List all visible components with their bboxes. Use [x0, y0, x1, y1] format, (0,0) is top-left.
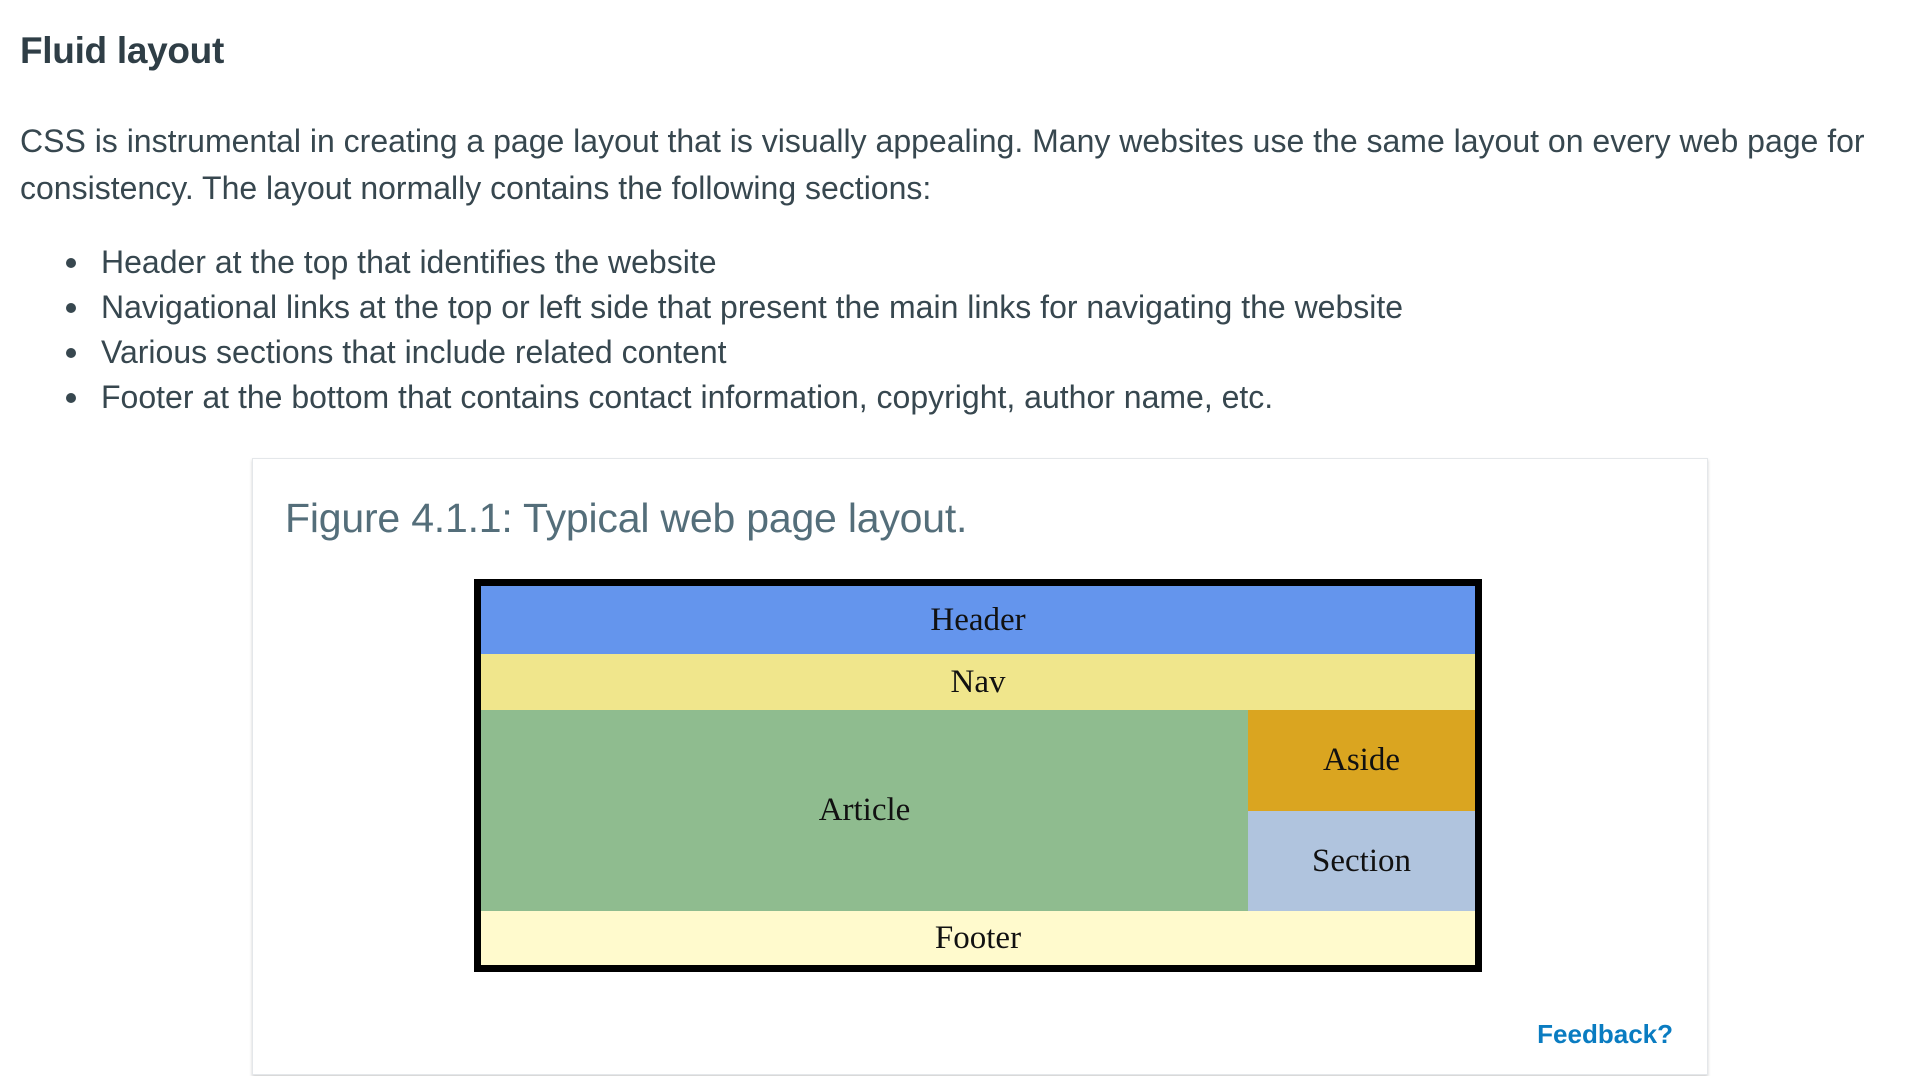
diagram-footer-block: Footer: [481, 911, 1475, 965]
figure-card: Figure 4.1.1: Typical web page layout. H…: [252, 458, 1708, 1075]
list-item-text: Various sections that include related co…: [101, 334, 727, 370]
intro-paragraph: CSS is instrumental in creating a page l…: [20, 123, 1865, 206]
bullet-icon: [66, 393, 76, 403]
list-item: Header at the top that identifies the we…: [20, 240, 1403, 285]
list-item-text: Header at the top that identifies the we…: [101, 244, 717, 280]
layout-diagram: Header Nav Article Aside Section Footer: [474, 579, 1482, 972]
diagram-nav-block: Nav: [481, 654, 1475, 710]
list-item: Various sections that include related co…: [20, 330, 1403, 375]
list-item: Navigational links at the top or left si…: [20, 285, 1403, 330]
list-item-text: Footer at the bottom that contains conta…: [101, 379, 1274, 415]
diagram-article-block: Article: [481, 710, 1248, 911]
bullet-icon: [66, 303, 76, 313]
section-title: Fluid layout: [20, 30, 225, 71]
diagram-header-block: Header: [481, 586, 1475, 654]
figure-caption: Figure 4.1.1: Typical web page layout.: [285, 495, 968, 541]
diagram-section-block: Section: [1248, 811, 1475, 911]
list-item-text: Navigational links at the top or left si…: [101, 289, 1404, 325]
bullet-icon: [66, 348, 76, 358]
feedback-link[interactable]: Feedback?: [1537, 1019, 1673, 1049]
diagram-aside-block: Aside: [1248, 710, 1475, 811]
layout-sections-list: Header at the top that identifies the we…: [20, 240, 1403, 420]
bullet-icon: [66, 258, 76, 268]
list-item: Footer at the bottom that contains conta…: [20, 375, 1403, 420]
